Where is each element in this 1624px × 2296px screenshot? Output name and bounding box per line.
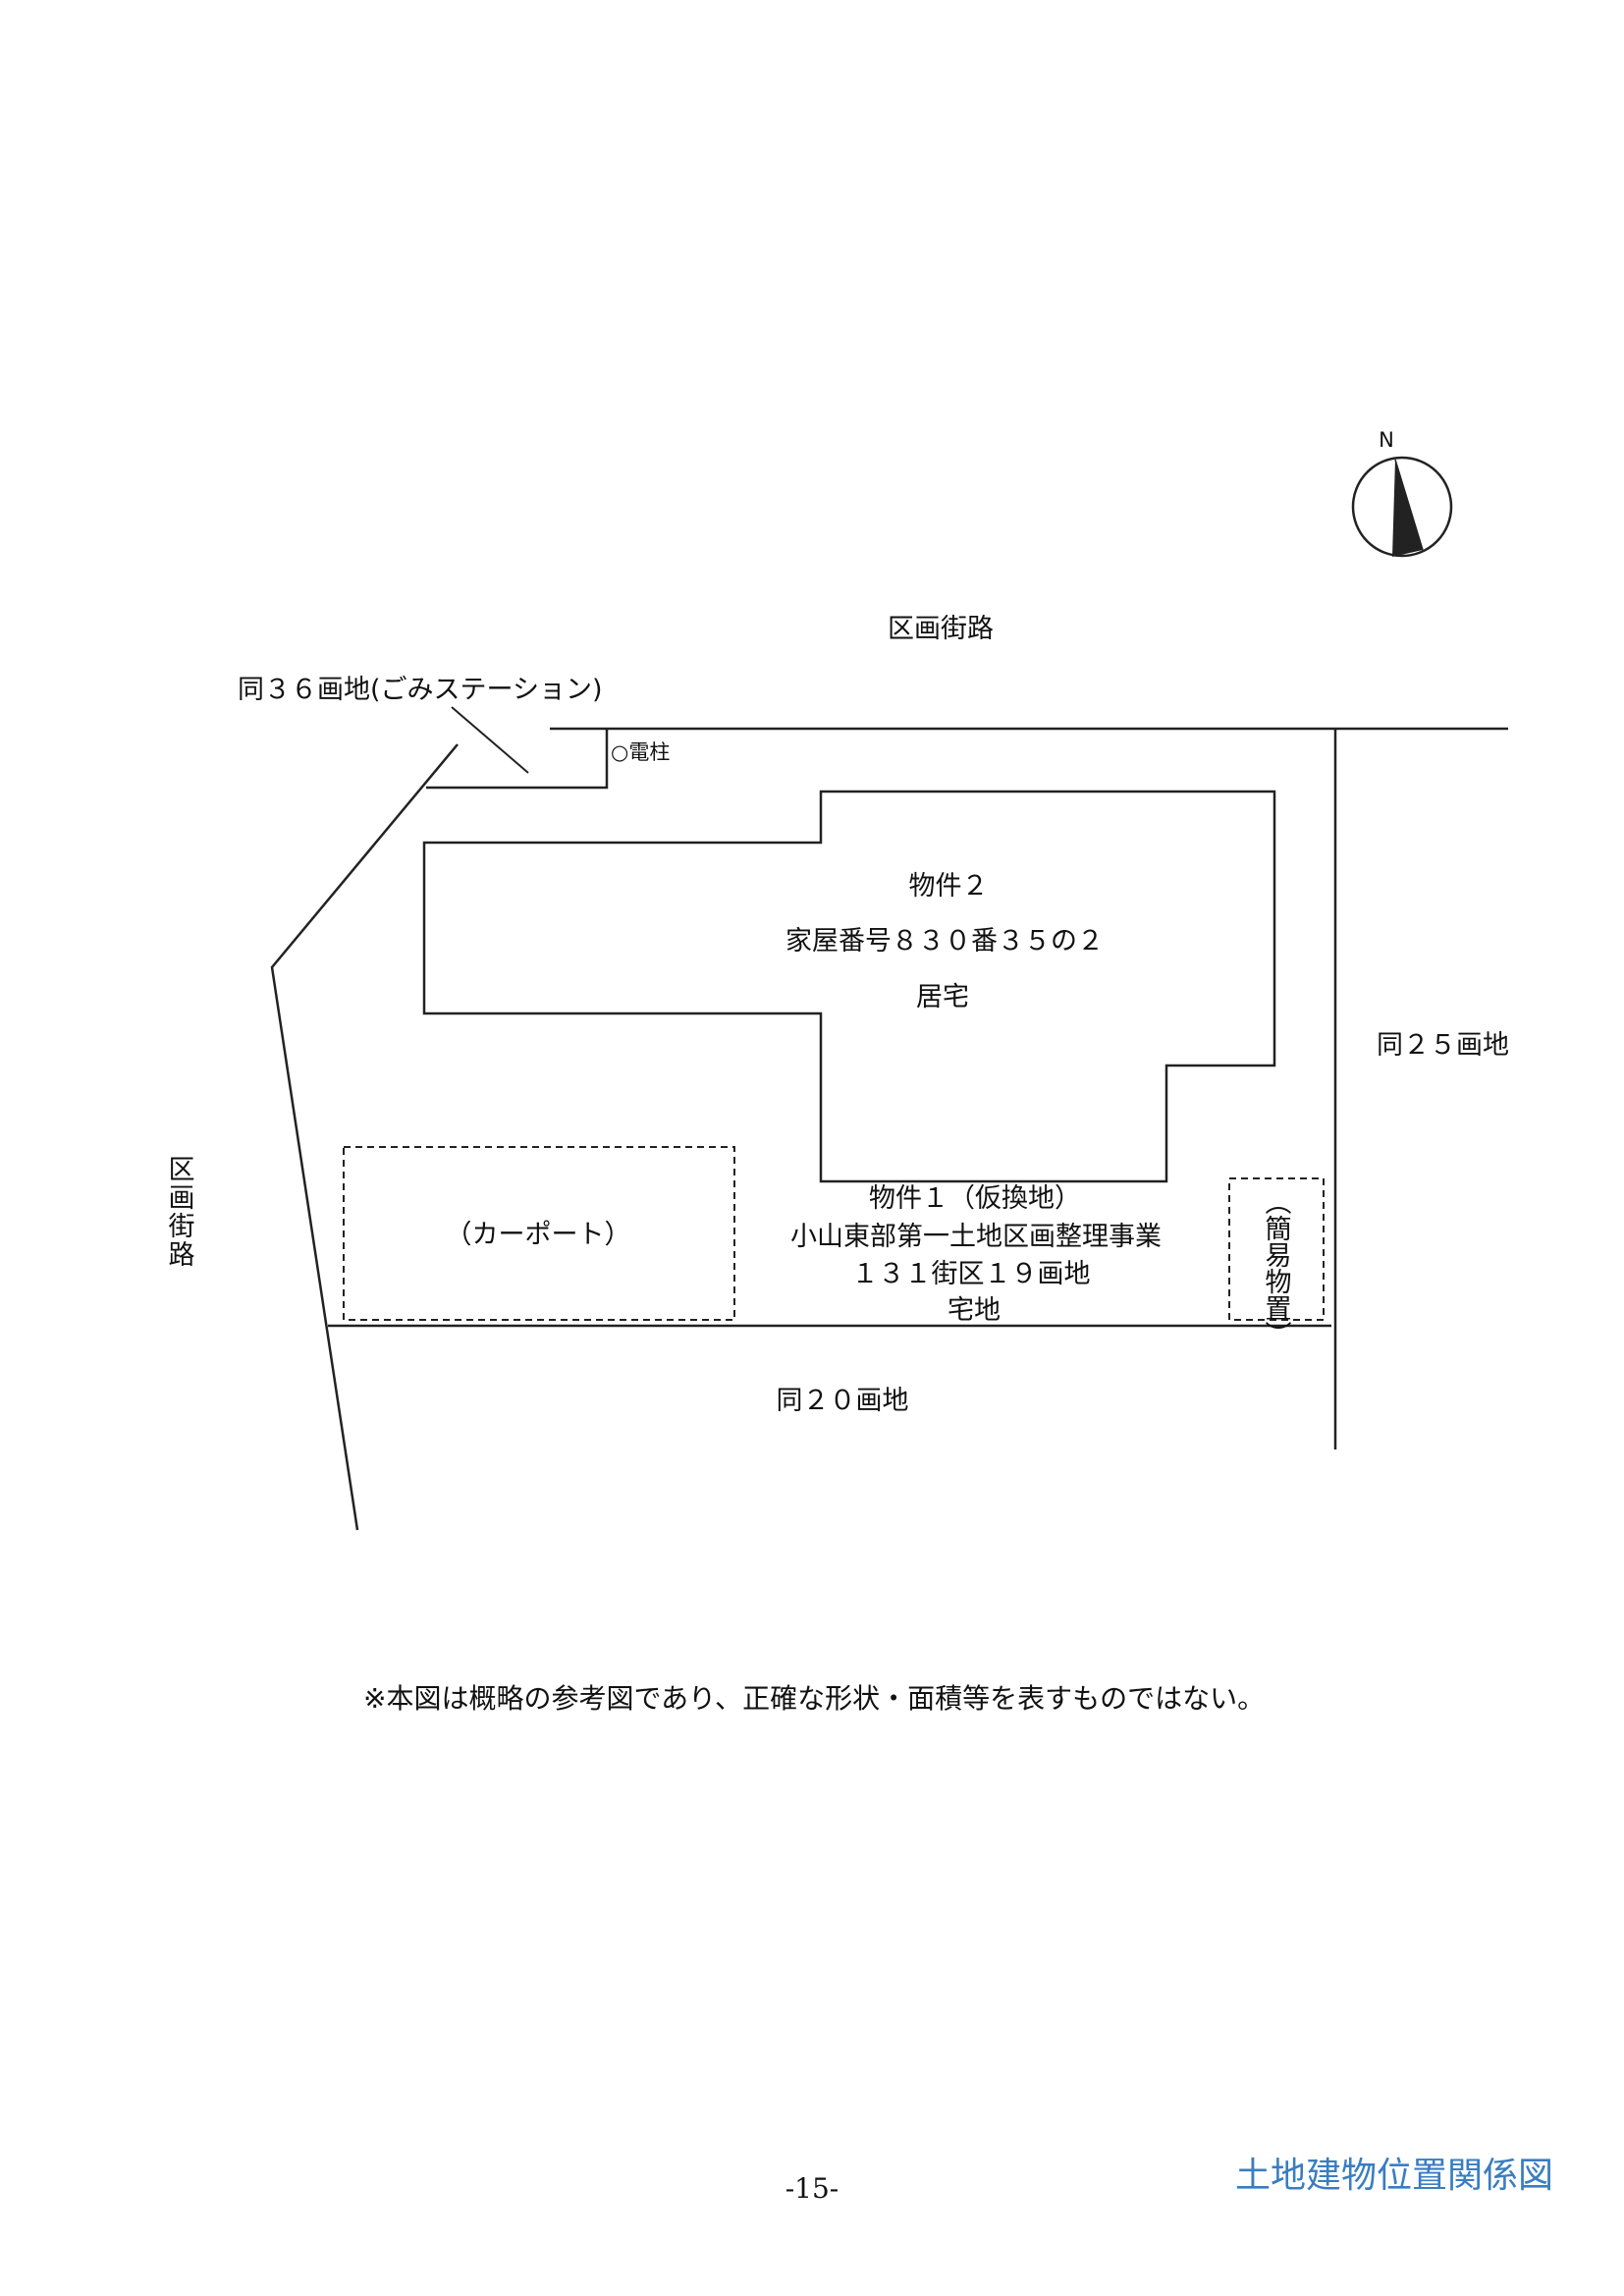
lot-20-label: 同２０画地 xyxy=(777,1386,909,1416)
carport-label: （カーポート） xyxy=(446,1220,631,1250)
road-west-label: 区画街路 xyxy=(164,1155,195,1269)
property-2-line2: 家屋番号８３０番３５の２ xyxy=(785,926,1104,957)
carport-outline xyxy=(343,1146,735,1321)
lot-36-label: 同３６画地(ごみステーション) xyxy=(238,675,603,705)
property-2-line1: 物件２ xyxy=(909,871,989,902)
storage-label: （簡易物置） xyxy=(1261,1188,1292,1347)
site-boundaries xyxy=(270,706,1508,1531)
property-1-line3: １３１街区１９画地 xyxy=(852,1259,1091,1289)
property-1-labels: 物件１（仮換地） 小山東部第一土地区画整理事業 １３１街区１９画地 宅地 xyxy=(790,1183,1162,1326)
house-outline xyxy=(422,790,1276,1183)
utility-pole-label: ○電柱 xyxy=(611,740,670,764)
property-1-line4: 宅地 xyxy=(947,1295,1001,1326)
north-arrow-icon: N xyxy=(1351,428,1453,558)
document-title: 土地建物位置関係図 xyxy=(1234,2156,1553,2196)
property-2-labels: 物件２ 家屋番号８３０番３５の２ 居宅 xyxy=(785,871,1104,1012)
north-label: N xyxy=(1379,428,1394,452)
property-2-line3: 居宅 xyxy=(916,982,969,1012)
west-road-edge xyxy=(270,743,459,1531)
lot-36-leader xyxy=(451,706,529,774)
property-1-line2: 小山東部第一土地区画整理事業 xyxy=(790,1222,1162,1252)
road-north-label: 区画街路 xyxy=(888,614,994,644)
lot-36-boundary xyxy=(426,729,609,790)
property-1-line1: 物件１（仮換地） xyxy=(869,1183,1081,1214)
lot-25-label: 同２５画地 xyxy=(1377,1030,1509,1061)
storage-outline xyxy=(1228,1177,1325,1321)
page-number: -15- xyxy=(785,2172,839,2205)
disclaimer-note: ※本図は概略の参考図であり、正確な形状・面積等を表すものではない。 xyxy=(363,1682,1266,1715)
